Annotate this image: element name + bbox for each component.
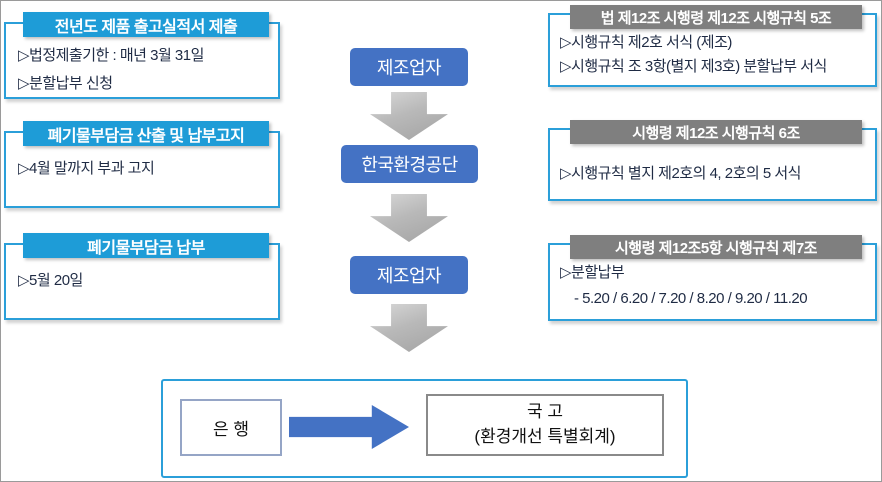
treasury-label-line1: 국 고 [526,402,563,422]
down-arrow-icon [370,92,448,140]
treasury-label-line2: (환경개선 특별회계) [474,427,616,446]
left-box-charge-payment: 폐기물부담금 납부 ▷5월 20일 [4,233,280,320]
box-header: 전년도 제품 출고실적서 제출 [23,12,269,37]
flow-node-keco: 한국환경공단 [341,145,478,183]
bullet-line: ▷4월 말까지 부과 고지 [18,160,155,177]
box-body: ▷분할납부 - 5.20 / 6.20 / 7.20 / 8.20 / 9.20… [550,260,875,312]
box-body: ▷5월 20일 [6,267,278,295]
box-header: 폐기물부담금 산출 및 납부고지 [23,121,269,146]
box-header: 폐기물부담금 납부 [23,233,269,258]
bullet-line: ▷분할납부 [560,264,625,281]
bullet-line: ▷시행규칙 제2호 서식 (제조) [560,34,732,51]
box-body: ▷4월 말까지 부과 고지 [6,155,278,183]
flow-node-manufacturer-1: 제조업자 [350,48,468,86]
left-box-shipment-report: 전년도 제품 출고실적서 제출 ▷법정제출기한 : 매년 3월 31일 ▷분할납… [4,12,280,99]
box-header: 법 제12조 시행령 제12조 시행규칙 5조 [570,5,862,29]
box-body: ▷시행규칙 별지 제2호의 4, 2호의 5 서식 [550,162,875,186]
box-body: ▷시행규칙 제2호 서식 (제조) ▷시행규칙 조 3항(별지 제3호) 분할납… [550,31,875,79]
flow-node-manufacturer-2: 제조업자 [350,256,468,294]
right-arrow-icon [289,405,409,449]
box-body: ▷법정제출기한 : 매년 3월 31일 ▷분할납부 신청 [6,42,278,98]
bank-box: 은 행 [180,399,282,456]
down-arrow-icon [370,194,448,242]
right-box-rule5: 법 제12조 시행령 제12조 시행규칙 5조 ▷시행규칙 제2호 서식 (제조… [548,5,877,87]
bullet-line: - 5.20 / 6.20 / 7.20 / 8.20 / 9.20 / 11.… [574,290,808,307]
bullet-line: ▷5월 20일 [18,272,83,289]
bullet-line: ▷법정제출기한 : 매년 3월 31일 [18,47,204,64]
left-box-charge-notice: 폐기물부담금 산출 및 납부고지 ▷4월 말까지 부과 고지 [4,121,280,208]
bottom-container: 은 행 국 고 (환경개선 특별회계) [161,379,688,478]
right-box-rule6: 시행령 제12조 시행규칙 6조 ▷시행규칙 별지 제2호의 4, 2호의 5 … [548,120,877,201]
down-arrow-icon [370,304,448,352]
bullet-line: ▷시행규칙 조 3항(별지 제3호) 분할납부 서식 [560,58,827,75]
box-header: 시행령 제12조 시행규칙 6조 [570,120,862,144]
right-box-rule7: 시행령 제12조5항 시행규칙 제7조 ▷분할납부 - 5.20 / 6.20 … [548,235,877,321]
bullet-line: ▷분할납부 신청 [18,75,113,92]
box-header: 시행령 제12조5항 시행규칙 제7조 [570,235,862,259]
treasury-box: 국 고 (환경개선 특별회계) [426,394,664,456]
bullet-line: ▷시행규칙 별지 제2호의 4, 2호의 5 서식 [560,165,801,182]
